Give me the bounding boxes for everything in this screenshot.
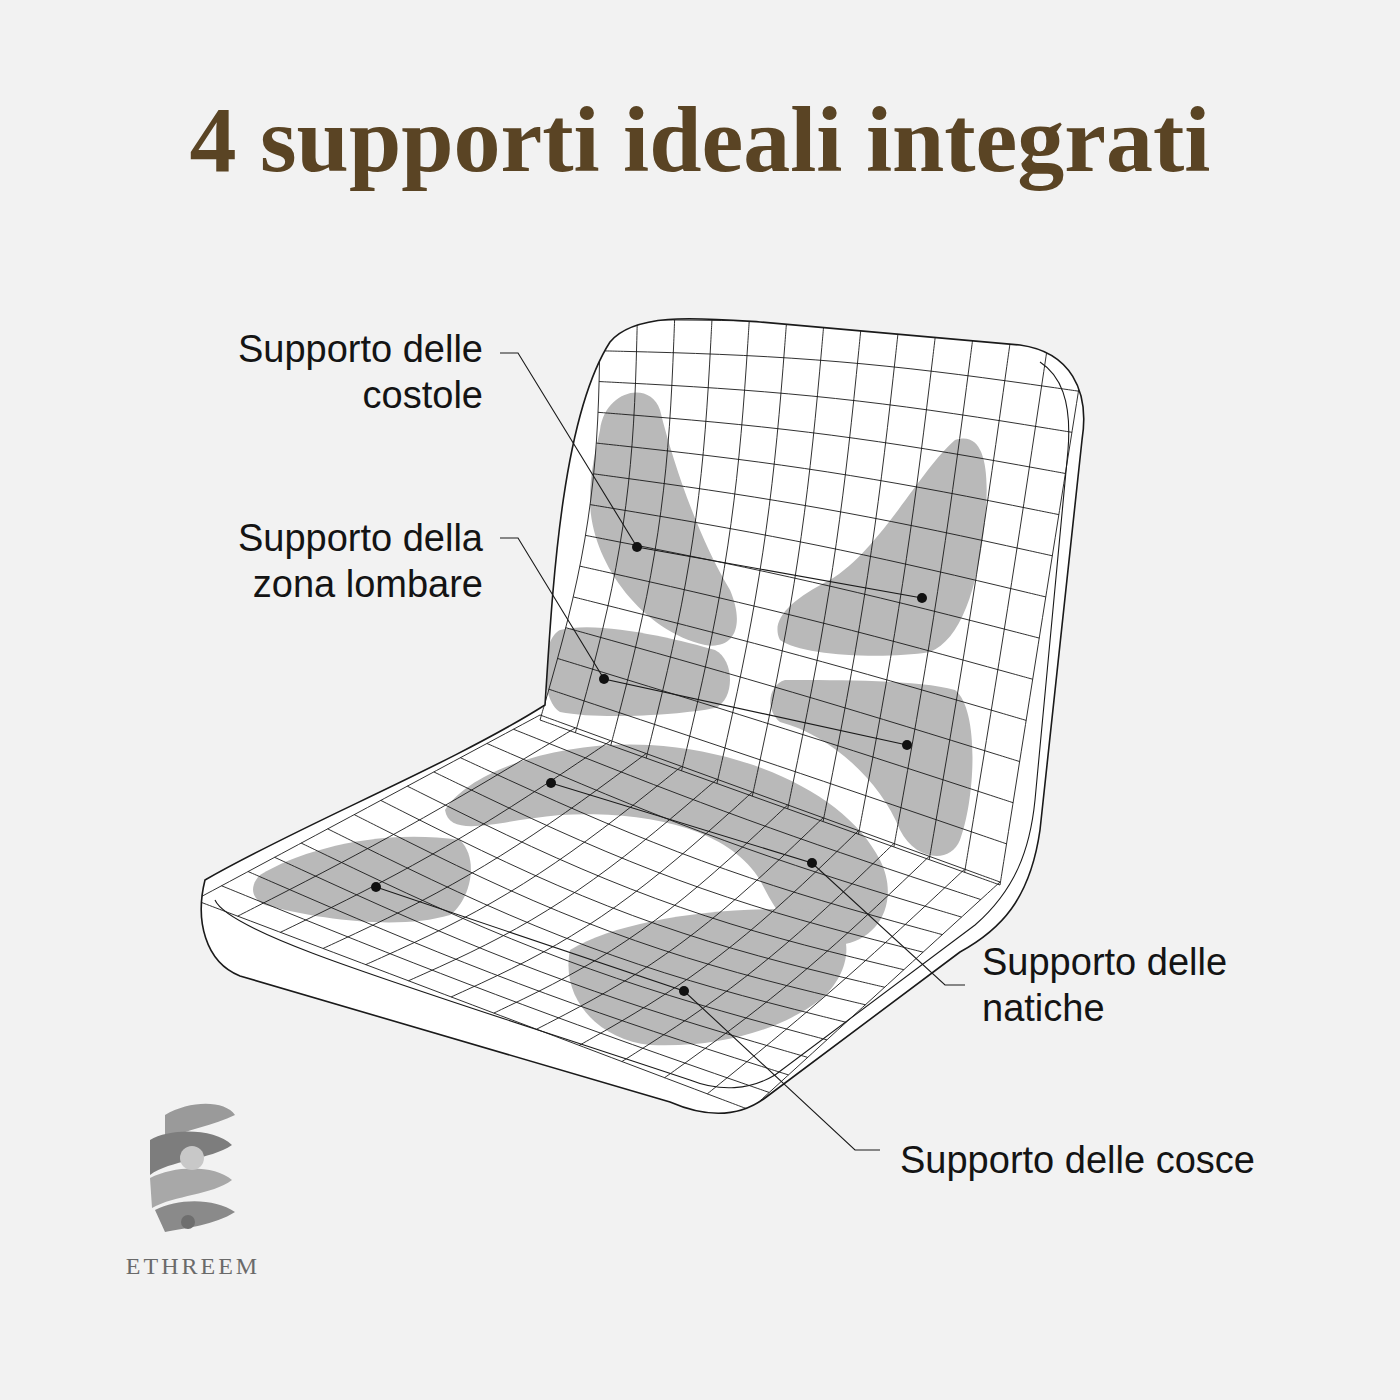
grid-line [275, 857, 808, 1057]
wireframe-grid [195, 320, 1085, 1110]
grid-line [537, 818, 824, 1029]
grid-line [549, 689, 1007, 844]
thigh-support-right [568, 909, 846, 1045]
grid-line [407, 786, 904, 970]
grid-line [280, 741, 610, 933]
grid-line [558, 658, 1013, 802]
grid-line [566, 628, 1020, 762]
grid-line [594, 474, 1053, 556]
callout-label: Supporto delle cosce [900, 1137, 1360, 1183]
grid-line [665, 856, 930, 1077]
grid-line [929, 341, 1010, 860]
grid-line [301, 843, 827, 1040]
grid-line [328, 829, 846, 1022]
rib-support-left [590, 393, 737, 646]
grid-line [598, 412, 1065, 473]
grid-line [195, 715, 540, 900]
logo-symbol [150, 1104, 235, 1232]
grid-line [707, 869, 964, 1094]
callout-label: Supporto della zona lombare [183, 515, 483, 607]
grid-line [823, 329, 898, 821]
thigh-support-left [253, 837, 471, 923]
grid-line [750, 882, 1000, 1110]
grid-line [460, 758, 942, 935]
grid-line [788, 326, 861, 809]
grid-line [540, 720, 1000, 885]
callout-label: Supporto delle natiche [982, 939, 1282, 1031]
grid-line [600, 320, 1085, 350]
grid-line [894, 336, 973, 846]
grid-line [858, 333, 935, 835]
grid-line [580, 566, 1033, 679]
grid-line [717, 322, 787, 783]
support-zones [195, 320, 1085, 1110]
grid-line [451, 792, 752, 997]
grid-line [752, 324, 824, 796]
grid-line [238, 728, 576, 916]
callout-label: Supporto delle costole [183, 326, 483, 418]
title: 4 supporti ideali integrati [0, 88, 1400, 191]
grid-line [646, 320, 712, 758]
grid-line [248, 872, 788, 1075]
callout-dots [371, 542, 927, 996]
seat-outline [201, 319, 1083, 1113]
grid-line [222, 886, 770, 1093]
grid-line [573, 597, 1026, 720]
grid-line [586, 535, 1040, 638]
grid-line [494, 805, 788, 1013]
grid-line [434, 772, 923, 952]
grid-line [596, 443, 1058, 515]
seat-surface [201, 319, 1083, 1113]
leader-lines [376, 353, 965, 1150]
seat-edge [215, 362, 1069, 1088]
grid-line [622, 843, 894, 1061]
grid-line [195, 900, 750, 1110]
logo-text: ETHREEM [113, 1253, 273, 1280]
grid-line [579, 831, 858, 1046]
